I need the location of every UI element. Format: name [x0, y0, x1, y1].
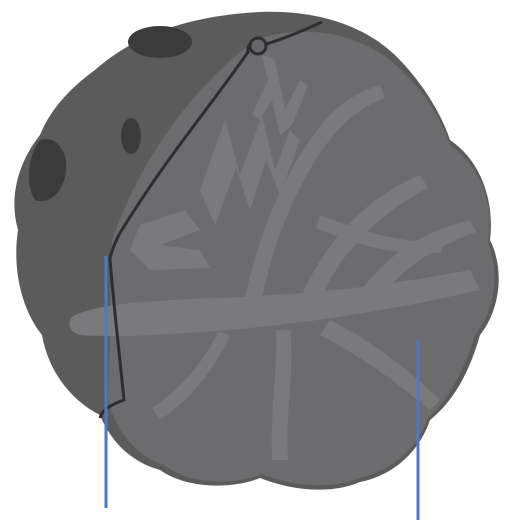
dark-spot-middle: [121, 118, 141, 154]
boundary-knob: [250, 38, 266, 54]
dark-spot-top: [128, 26, 192, 58]
